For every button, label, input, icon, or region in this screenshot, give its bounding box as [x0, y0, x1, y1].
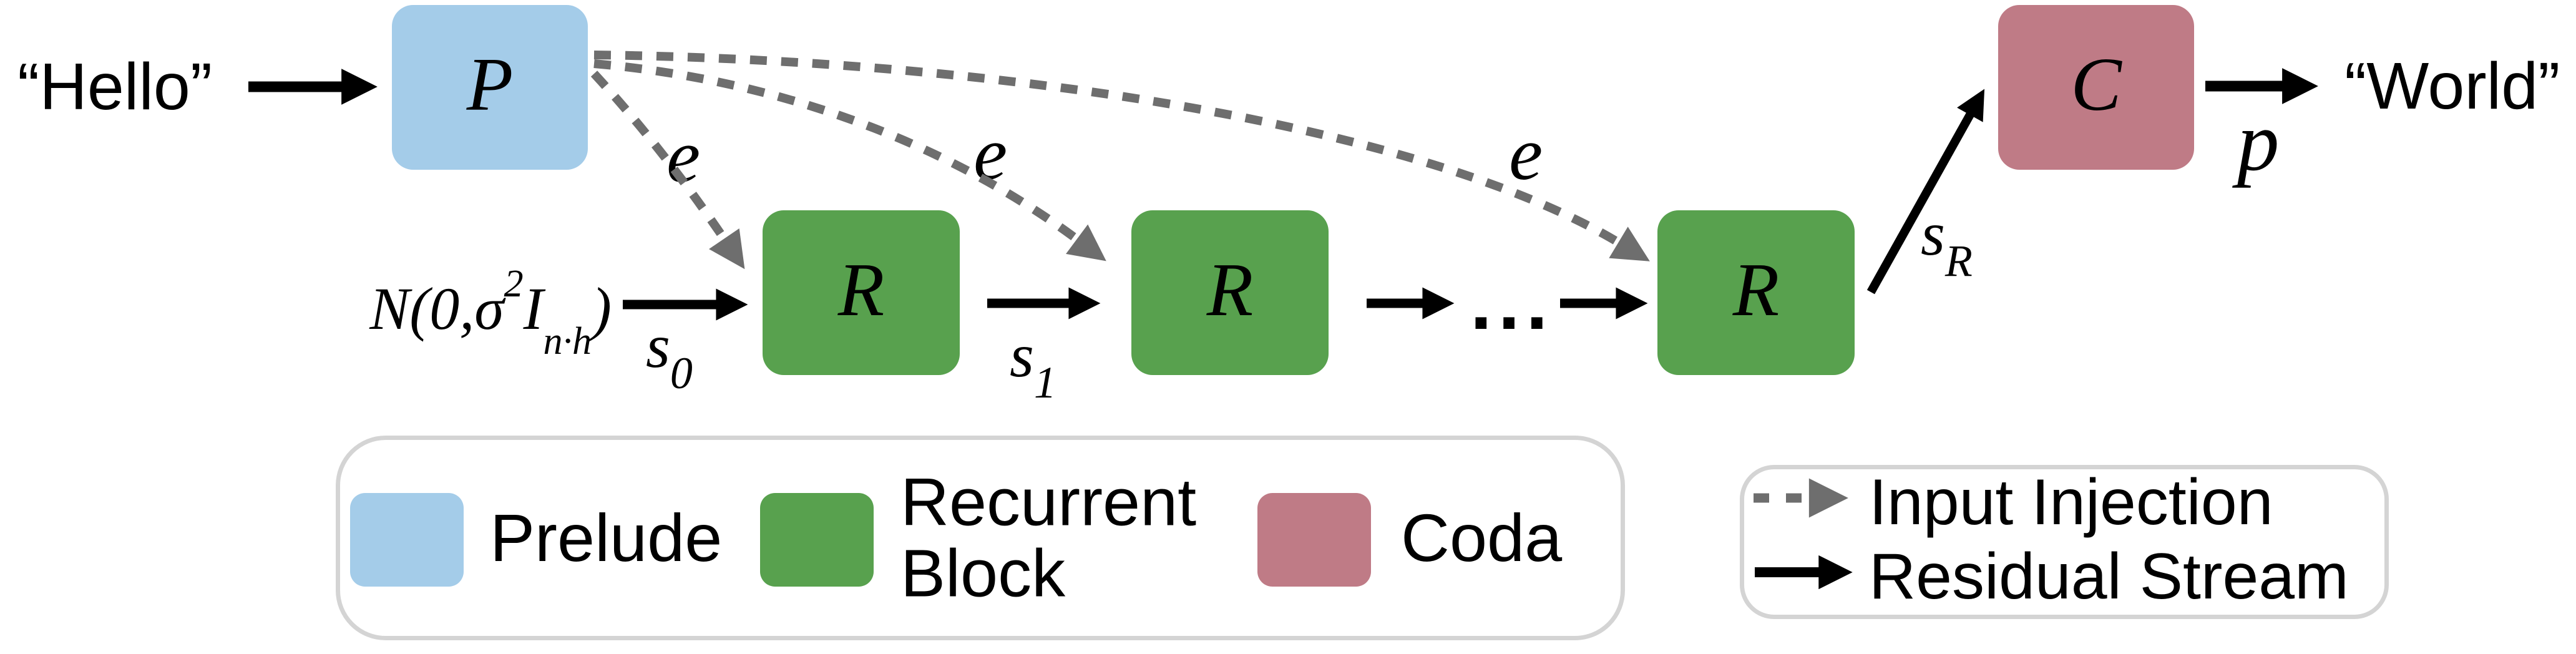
state-label-sR: sR — [1921, 199, 1973, 286]
script-n: N — [369, 275, 410, 342]
recurrent-letter-2: R — [1206, 248, 1254, 332]
coda-letter: C — [2071, 42, 2122, 127]
prelude-letter: P — [466, 42, 514, 127]
recurrent-block-2: R — [1131, 210, 1329, 375]
legend-label-coda: Coda — [1401, 499, 1563, 575]
recurrent-letter-3: R — [1732, 248, 1780, 332]
coda-block: C — [1998, 5, 2194, 170]
input-text: “Hello” — [17, 50, 213, 124]
prelude-block: P — [392, 5, 588, 170]
coda-swatch — [1257, 493, 1371, 587]
probability-label-p: p — [2237, 95, 2280, 188]
recurrent-block-3: R — [1657, 210, 1855, 375]
recurrent-letter-1: R — [837, 248, 885, 332]
legend-label-prelude: Prelude — [490, 499, 723, 575]
injection-curve-prelude-to-r1 — [590, 71, 745, 270]
injection-label-e-1: e — [666, 114, 701, 198]
injection-label-e-2: e — [973, 112, 1008, 196]
legend-label-residual-stream: Residual Stream — [1869, 540, 2349, 613]
recurrent-swatch — [760, 493, 874, 587]
injection-curve-prelude-to-r3 — [593, 51, 1650, 261]
ellipsis: ... — [1470, 259, 1554, 346]
legend-arrows-box: Input Injection Residual Stream — [1740, 465, 2389, 619]
injection-label-e-3: e — [1509, 112, 1543, 196]
state-label-s1: s1 — [1010, 321, 1056, 408]
recurrent-block-1: R — [763, 210, 960, 375]
noise-distribution-label: N(0,σ2In·h) — [369, 263, 612, 363]
output-text: “World” — [2344, 49, 2560, 123]
legend-label-recurrent-block: Recurrent Block — [900, 464, 1197, 611]
state-label-s0: s0 — [646, 311, 693, 398]
legend-label-input-injection: Input Injection — [1869, 466, 2273, 539]
prelude-swatch — [350, 493, 464, 587]
legend-blocks-box: Prelude Recurrent Block Coda — [336, 436, 1625, 640]
